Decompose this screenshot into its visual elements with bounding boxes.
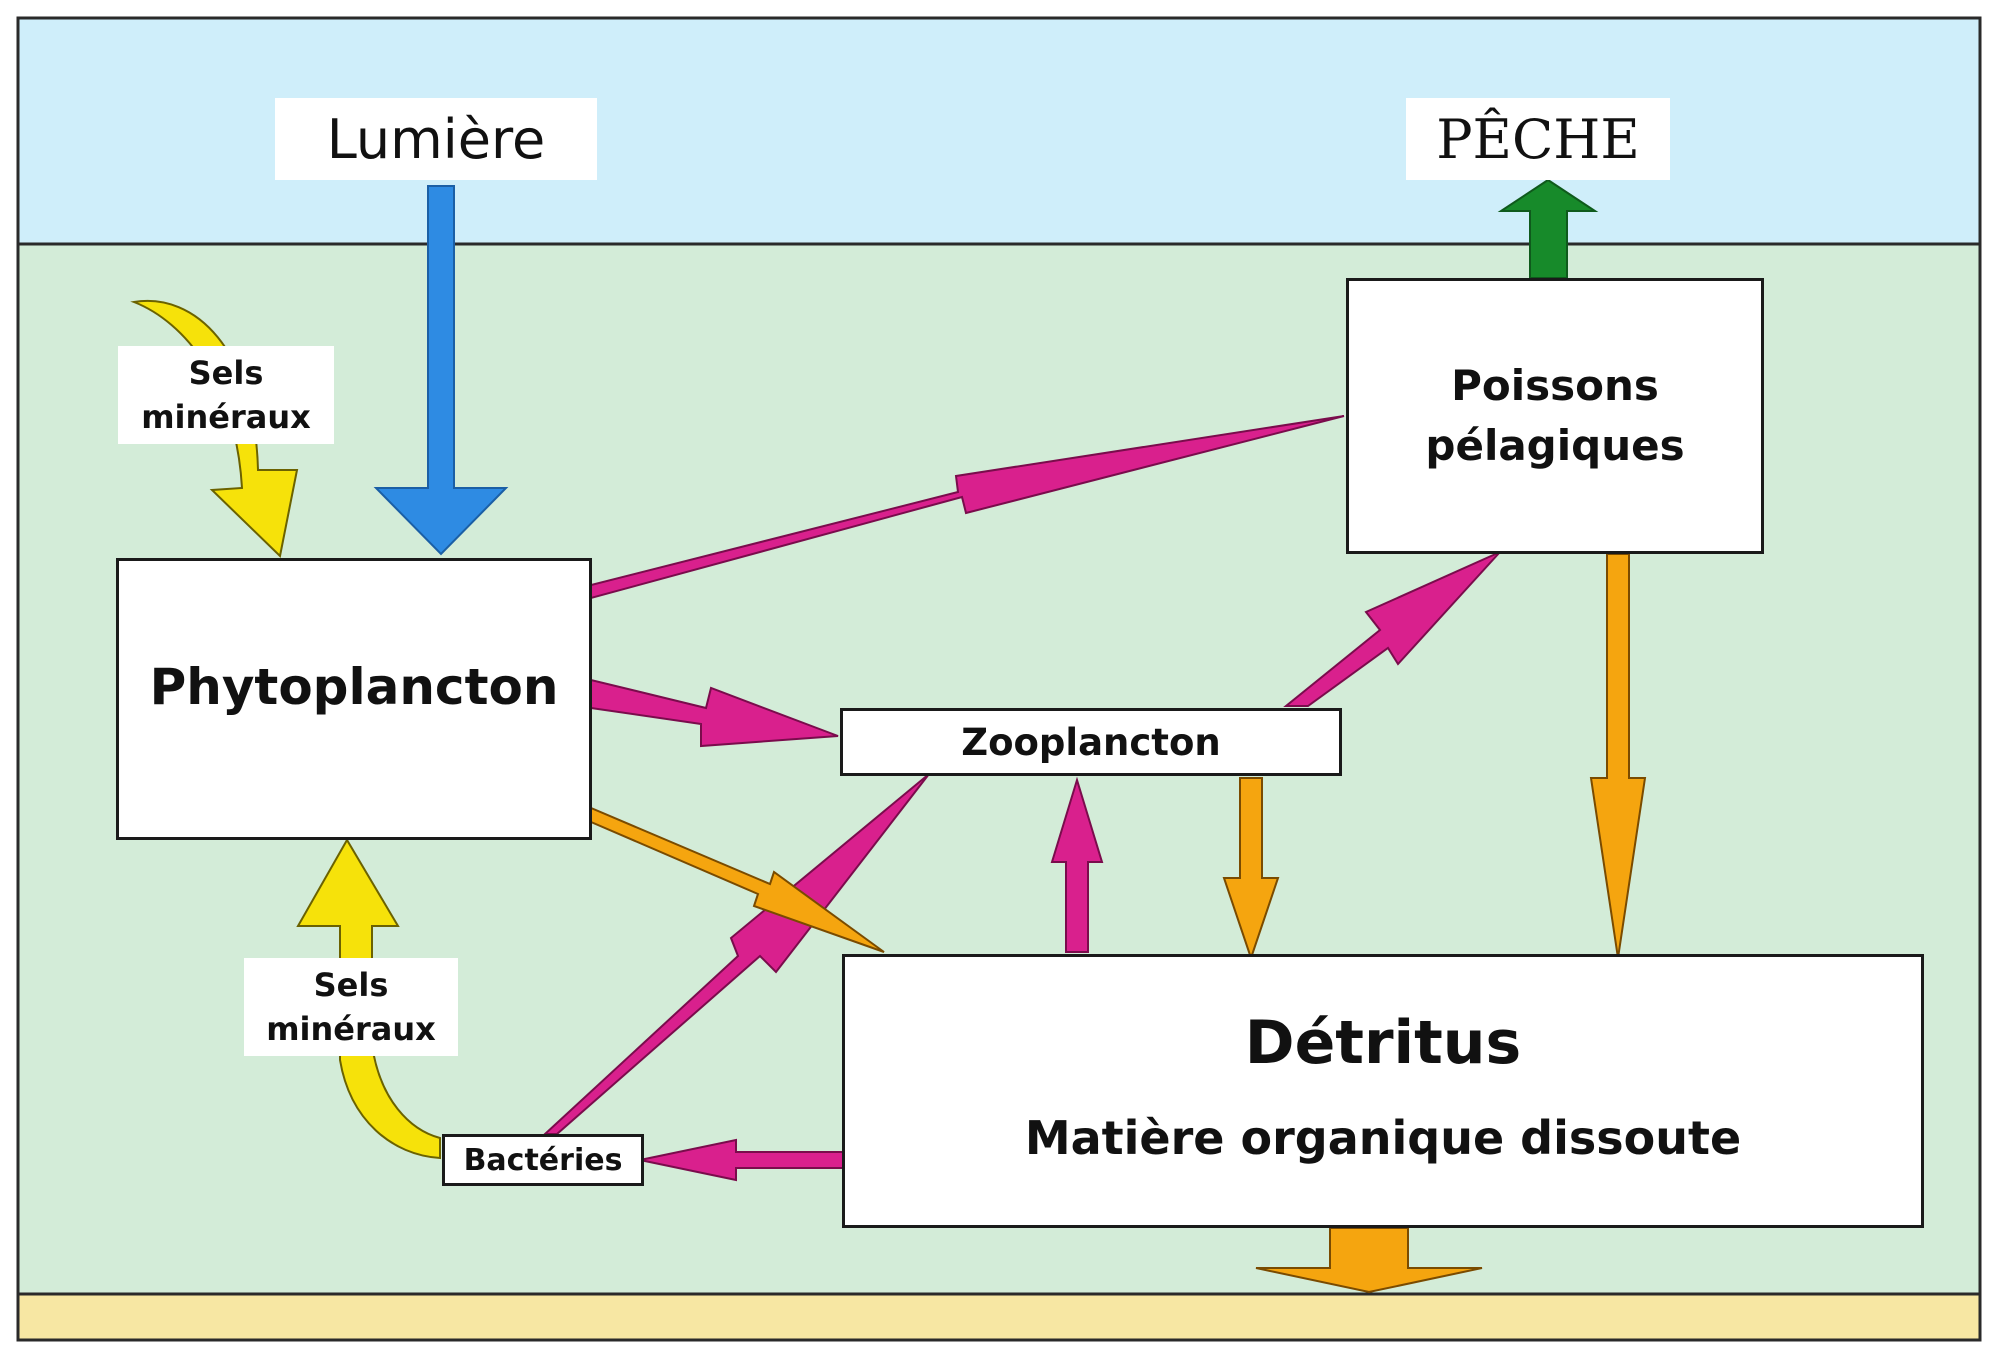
sediment-zone xyxy=(18,1294,1980,1340)
trophic-arrow-icon xyxy=(1283,551,1501,707)
trophic-arrow-icon xyxy=(1050,776,1104,953)
mineral-salts-label-bottom: Sels minéraux xyxy=(244,958,458,1056)
mineral-salts-line-1: Sels xyxy=(313,966,389,1004)
fishing-arrow-icon xyxy=(1497,178,1599,279)
bacteria-box: Bactéries xyxy=(442,1134,644,1186)
trophic-arrow-icon xyxy=(542,773,930,1135)
light-arrow-icon xyxy=(373,185,509,556)
mineral-salts-arrow-icon xyxy=(130,299,299,558)
phytoplankton-box: Phytoplancton xyxy=(116,558,592,840)
mineral-salts-line-2: minéraux xyxy=(266,1010,436,1048)
detritus-arrow-icon xyxy=(1222,777,1280,962)
pelagic-fish-line-2: pélagiques xyxy=(1425,421,1685,470)
trophic-arrow-icon xyxy=(590,415,1345,600)
light-label: Lumière xyxy=(275,98,597,180)
fishing-label: PÊCHE xyxy=(1406,98,1670,180)
detritus-subtitle: Matière organique dissoute xyxy=(1024,1111,1742,1165)
pelagic-fish-box: Poissons pélagiques xyxy=(1346,278,1764,554)
mineral-salts-label-top: Sels minéraux xyxy=(118,346,334,444)
trophic-arrow-icon xyxy=(590,678,839,748)
trophic-arrow-icon xyxy=(639,1138,844,1182)
frame-border xyxy=(16,16,1982,1342)
mineral-salts-line-1: Sels xyxy=(188,354,264,392)
detritus-arrow-icon xyxy=(1255,1227,1483,1294)
detritus-box: Détritus Matière organique dissoute xyxy=(842,954,1924,1228)
phytoplankton-label: Phytoplancton xyxy=(149,658,559,716)
mineral-salts-line-2: minéraux xyxy=(141,398,311,436)
zooplankton-box: Zooplancton xyxy=(840,708,1342,776)
detritus-title: Détritus xyxy=(1244,1008,1522,1078)
detritus-arrow-icon xyxy=(1589,553,1647,959)
detritus-arrow-icon xyxy=(590,806,885,953)
pelagic-fish-line-1: Poissons xyxy=(1451,361,1659,410)
